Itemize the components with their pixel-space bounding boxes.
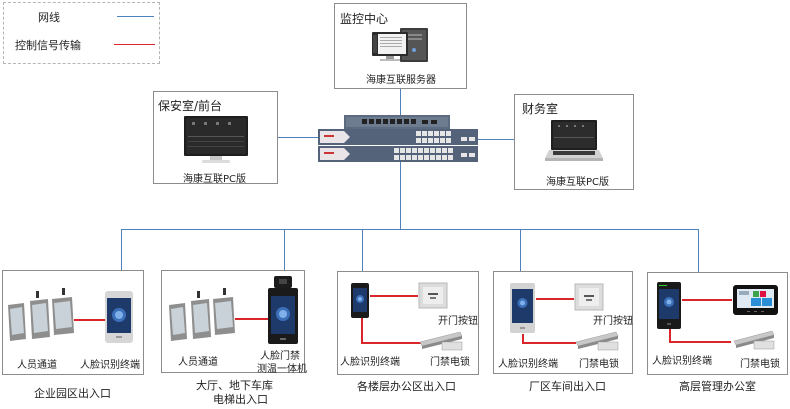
network-switch-stack-icon [318, 115, 478, 162]
zone2-device-label-turnstile: 人员通道 [178, 357, 218, 368]
zone3-caption: 各楼层办公区出入口 [357, 380, 456, 393]
zone5-indoor-station-control-line [682, 299, 732, 301]
finance-room-device-label: 海康互联PC版 [546, 177, 610, 188]
zone3-device-label-magnetic-lock: 门禁电锁 [430, 357, 470, 368]
laptop-icon [545, 120, 603, 161]
zone5-caption: 高层管理办公室 [679, 380, 756, 393]
face-terminal-icon [510, 283, 535, 333]
zone4-device-label-magnetic-lock: 门禁电锁 [579, 359, 619, 370]
turnstile-gate-3 [213, 288, 235, 335]
face-terminal-icon [351, 283, 369, 318]
zone3-lock-control-line-horizontal [361, 342, 421, 344]
turnstile-gate-2 [191, 291, 211, 339]
zone3-button-control-line [370, 295, 418, 297]
zone5-device-label-face-terminal: 人脸识别终端 [652, 356, 712, 367]
magnetic-lock-icon [733, 330, 775, 350]
thermal-face-terminal-icon [268, 276, 298, 344]
zone2-control-line [235, 318, 269, 320]
turnstile-gate-1 [169, 303, 187, 341]
zone2-drop-line [284, 229, 285, 280]
security-room-link-line [248, 137, 320, 138]
zone2-caption-line2: 电梯出入口 [213, 393, 268, 406]
face-terminal-icon [105, 291, 133, 343]
finance-room-title: 财务室 [522, 102, 559, 116]
zone2-device-label-thermal-terminal-line2: 测温一体机 [257, 364, 307, 375]
network-switch-icon [318, 146, 478, 162]
desktop-monitor-icon [184, 116, 248, 163]
zone4-lock-control-line-horizontal [522, 342, 576, 344]
zone1-drop-line [121, 229, 122, 290]
legend-label-network-cable: 网线 [38, 11, 60, 24]
legend-swatch-control-signal [114, 44, 155, 45]
network-switch-icon [318, 129, 478, 145]
legend [3, 2, 160, 64]
face-terminal-icon [657, 282, 681, 329]
magnetic-lock-icon [419, 331, 463, 351]
turnstile-gate-1 [8, 303, 26, 341]
turnstile-icon [169, 288, 235, 341]
zone3-device-label-face-terminal: 人脸识别终端 [340, 357, 400, 368]
zone2-device-label-thermal-terminal-line1: 人脸门禁 [260, 351, 300, 362]
zone5-lock-control-line-horizontal [669, 341, 731, 343]
finance-room-panel [514, 94, 634, 190]
zone4-caption: 厂区车间出入口 [529, 380, 606, 393]
zone4-lock-control-line-vertical [522, 334, 524, 343]
monitor-center-title: 监控中心 [340, 12, 389, 26]
zone4-drop-line [520, 229, 521, 284]
zone1-control-line [74, 319, 107, 321]
zone3-device-label-exit-button: 开门按钮 [438, 316, 478, 327]
network-switch-icon [344, 115, 450, 129]
zone1-caption: 企业园区出入口 [34, 387, 111, 400]
zone4-device-label-exit-button: 开门按钮 [593, 316, 633, 327]
security-room-title: 保安室/前台 [158, 99, 223, 113]
monitor-center-device-label: 海康互联服务器 [366, 75, 436, 86]
magnetic-lock-icon [575, 331, 619, 351]
turnstile-icon [8, 288, 74, 341]
turnstile-gate-3 [52, 288, 74, 335]
zone4-device-label-face-terminal: 人脸识别终端 [498, 359, 558, 370]
legend-swatch-network-cable [117, 16, 154, 17]
distribution-bus-line [121, 229, 699, 230]
server-workstation-icon [372, 28, 428, 62]
zone3-drop-line [362, 229, 363, 284]
zone5-device-label-magnetic-lock: 门禁电锁 [740, 359, 780, 370]
indoor-station-icon [733, 285, 778, 315]
security-room-device-label: 海康互联PC版 [183, 174, 247, 185]
zone5-drop-line [698, 229, 699, 284]
exit-button-icon [418, 282, 448, 309]
legend-label-control-signal: 控制信号传输 [15, 39, 81, 52]
zone1-device-label-face-terminal: 人脸识别终端 [80, 360, 140, 371]
zone3-lock-control-line-vertical [361, 318, 363, 343]
exit-button-icon [574, 283, 604, 311]
zone4-button-control-line [536, 298, 574, 300]
trunk-down-line [400, 160, 401, 229]
zone2-caption-line1: 大厅、地下车库 [196, 379, 273, 392]
turnstile-gate-2 [30, 291, 50, 339]
zone1-device-label-turnstile: 人员通道 [17, 360, 57, 371]
zone5-lock-control-line-vertical [669, 329, 671, 342]
